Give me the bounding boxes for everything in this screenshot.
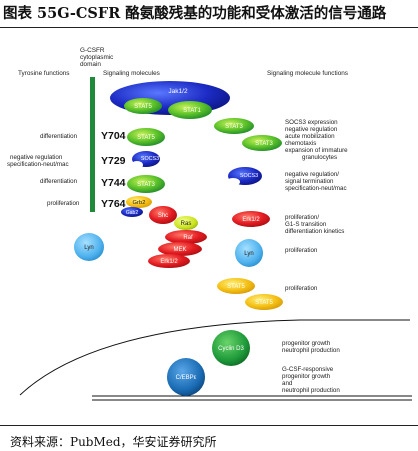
shc-label: Shc [158, 213, 168, 219]
receptor-bar [90, 77, 95, 212]
stat1-shape [168, 101, 212, 119]
ras-shape [174, 216, 198, 230]
cebp-label: C/EBPε [176, 375, 197, 381]
function-1-line-5: expansion of immature [285, 147, 348, 154]
gab2-shape [121, 207, 143, 217]
grb2-shape [126, 196, 152, 208]
receptor-label-1: G-CSFR [80, 47, 105, 54]
receptor-label-3: domain [80, 61, 101, 68]
stat5-nuc-b-label: STAT5 [255, 300, 273, 306]
mek-label: MEK [173, 247, 186, 253]
function-7-line-3: and [282, 380, 293, 387]
tyr-function-negreg-2: specification-neut/mac [7, 161, 69, 168]
stat5-nuc-a-shape [217, 278, 255, 294]
stat3-right-b-label: STAT3 [255, 141, 273, 147]
cyclin-d3-shape [212, 330, 250, 366]
jak-label: Jak1/2 [168, 88, 188, 95]
stat5-top-shape [124, 98, 162, 114]
function-6-line-2: neutrophil production [282, 347, 340, 354]
stat3-right-b-shape [242, 135, 282, 151]
tyr-function-differentiation-2: differentiation [40, 178, 78, 185]
lyn-left-shape [74, 233, 104, 261]
stat5-nuc-b-shape [245, 294, 283, 310]
function-2-line-1: negative regulation/ [285, 171, 339, 178]
lyn-right-label: Lyn [244, 251, 253, 257]
socs3-left-notch [131, 161, 143, 169]
function-7-line-1: G-CSF-responsive [282, 366, 334, 373]
function-1-line-2: negative regulation [285, 126, 338, 133]
lyn-right-shape [235, 239, 263, 267]
function-4: proliferation [285, 247, 318, 254]
stat1-label: STAT1 [183, 108, 201, 114]
stat5-y704-shape [127, 128, 165, 146]
stat3-y744-label: STAT3 [137, 182, 155, 188]
cebp-shape [167, 358, 205, 396]
ras-label: Ras [181, 221, 192, 227]
function-6-line-1: progenitor growth [282, 340, 331, 347]
socs3-right-label: SOCS3 [240, 173, 258, 179]
raf-shape [165, 230, 207, 244]
socs3-right-notch [226, 178, 240, 186]
stat3-y744-shape [127, 175, 165, 193]
erk-left-shape [148, 254, 190, 268]
function-1-line-4: chemotaxis [285, 140, 316, 147]
grb2-label: Grb2 [133, 200, 146, 206]
source-note: 资料来源：PubMed，华安证券研究所 [10, 435, 217, 449]
function-5: proliferation [285, 285, 318, 292]
header-tyrosine-functions: Tyrosine functions [18, 70, 70, 77]
tyrosine-y729: Y729 [101, 155, 126, 167]
tyr-function-negreg-1: negative regulation [10, 154, 63, 161]
function-7-line-2: progenitor growth [282, 373, 331, 380]
lyn-left-label: Lyn [84, 245, 93, 251]
gab2-label: Gab2 [126, 210, 138, 216]
stat3-right-a-shape [214, 118, 254, 134]
tyr-function-differentiation-1: differentiation [40, 133, 78, 140]
function-2-line-3: specification-neut/mac [285, 185, 347, 192]
cyclin-d3-label: Cyclin D3 [218, 346, 244, 352]
stat5-top-label: STAT5 [134, 104, 152, 110]
header-molecule-functions: Signaling molecule functions [267, 70, 348, 77]
tyrosine-y744: Y744 [101, 177, 126, 189]
tyrosine-y764: Y764 [101, 198, 126, 210]
tyrosine-y704: Y704 [101, 130, 126, 142]
function-2-line-2: signal termination [285, 178, 334, 185]
shc-shape [149, 206, 177, 224]
nuclear-envelope-curve [19, 319, 410, 396]
stat5-nuc-a-label: STAT5 [227, 284, 245, 290]
erk-left-label: Erk1/2 [160, 259, 178, 265]
raf-label: Raf [183, 235, 193, 241]
function-1-line-6: granulocytes [302, 154, 337, 161]
function-1-line-1: SOCS3 expression [285, 119, 338, 126]
erk-right-label: Erk1/2 [242, 217, 260, 223]
title-rule [0, 27, 418, 28]
signaling-diagram: G-CSFR cytoplasmic domain Tyrosine funct… [7, 47, 412, 401]
erk-right-shape [232, 211, 270, 227]
source-rule [0, 425, 418, 426]
function-1-line-3: acute mobilization [285, 133, 335, 140]
stat3-right-a-label: STAT3 [225, 124, 243, 130]
function-3-line-2: G1-S transition [285, 221, 327, 228]
socs3-left-label: SOCS3 [141, 156, 159, 162]
tyr-function-proliferation: proliferation [47, 200, 80, 207]
mek-shape [158, 242, 202, 256]
receptor-label-2: cytoplasmic [80, 54, 114, 61]
header-signaling-molecules: Signaling molecules [103, 70, 160, 77]
function-3-line-1: proliferation/ [285, 214, 319, 221]
figure-title: 图表 55G-CSFR 酪氨酸残基的功能和受体激活的信号通路 [3, 5, 387, 22]
stat5-y704-label: STAT5 [137, 135, 155, 141]
function-7-line-4: neutrophil production [282, 387, 340, 394]
function-3-line-3: differentiation kinetics [285, 228, 344, 235]
